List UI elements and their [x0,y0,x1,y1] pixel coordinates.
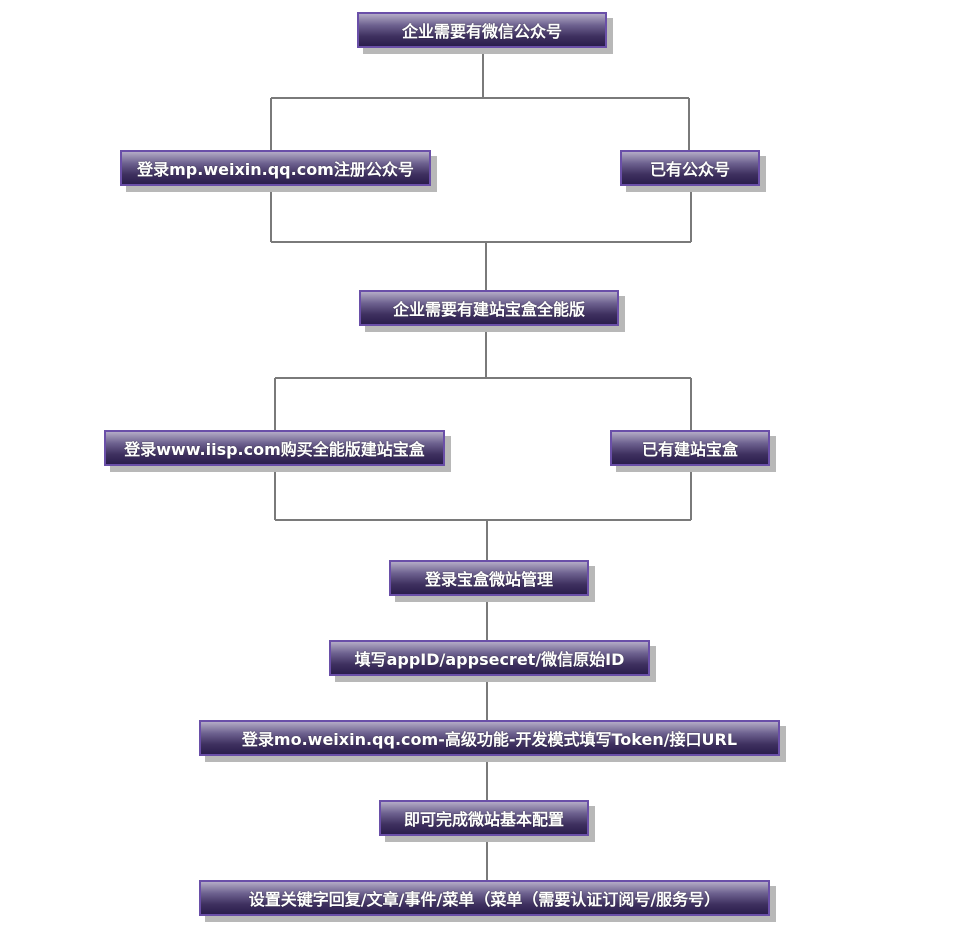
node-fill-appid: 填写appID/appsecret/微信原始ID [329,640,650,676]
connector-4 [274,470,692,560]
node-set-keywords: 设置关键字回复/文章/事件/菜单（菜单（需要认证订阅号/服务号） [199,880,770,916]
node-login-microsite: 登录宝盒微站管理 [389,560,589,596]
node-buy-site-box: 登录www.iisp.com购买全能版建站宝盒 [104,430,445,466]
node-need-site-box: 企业需要有建站宝盒全能版 [359,290,619,326]
node-config-complete: 即可完成微站基本配置 [379,800,589,836]
connector-1 [270,52,690,150]
node-have-site-box: 已有建站宝盒 [610,430,770,466]
connector-2 [270,190,692,290]
node-register-account: 登录mp.weixin.qq.com注册公众号 [120,150,431,186]
connector-3 [274,330,692,430]
node-need-wechat-account: 企业需要有微信公众号 [357,12,607,48]
node-fill-token: 登录mo.weixin.qq.com-高级功能-开发模式填写Token/接口UR… [199,720,780,756]
node-have-account: 已有公众号 [620,150,760,186]
